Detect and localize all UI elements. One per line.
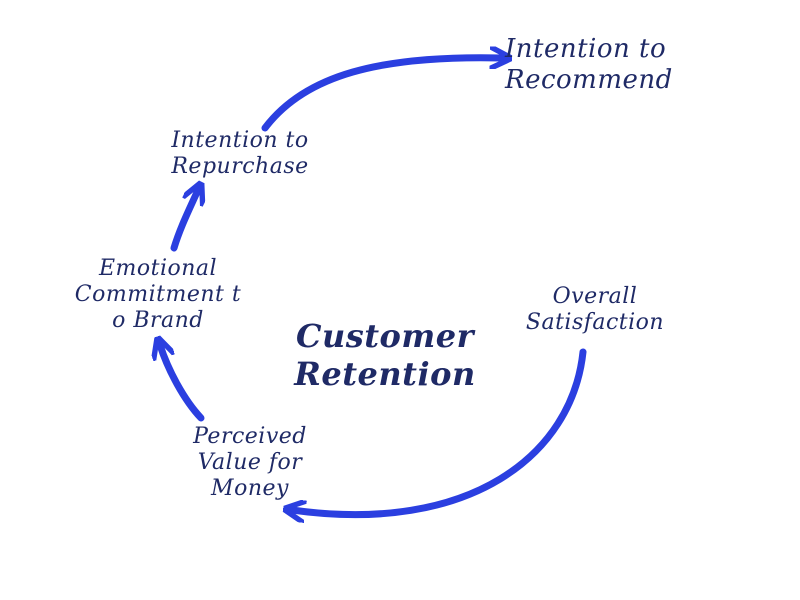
arrow-emotional-to-repurchase — [170, 190, 198, 252]
node-label-line: o Brand — [112, 307, 204, 333]
center-label-customer-retention: Customer Retention — [250, 317, 520, 394]
arrow-perceived-to-emotional — [160, 345, 205, 422]
node-intention-to-recommend: Intention to Recommend — [505, 34, 775, 95]
node-label-line: Perceived — [193, 424, 307, 449]
node-label-line: Value for — [197, 449, 303, 475]
node-label-line: Satisfaction — [525, 309, 665, 335]
node-label-line: Recommend — [505, 64, 673, 95]
node-label-line: Emotional — [98, 256, 218, 281]
node-perceived-value: Perceived Value for Money — [140, 424, 360, 502]
node-label-line: Commitment t — [74, 281, 242, 307]
node-label-line: Overall — [552, 284, 638, 309]
node-emotional-commitment: Emotional Commitment t o Brand — [38, 256, 278, 334]
center-label-line: Customer — [296, 317, 474, 355]
node-overall-satisfaction: Overall Satisfaction — [480, 284, 710, 336]
node-label-line: Intention to — [171, 128, 309, 153]
arrow-satisfaction-to-perceived — [292, 348, 587, 515]
node-intention-to-repurchase: Intention to Repurchase — [130, 128, 350, 180]
arrow-repurchase-to-recommend — [261, 58, 503, 132]
center-label-line: Retention — [294, 354, 476, 393]
node-label-line: Money — [211, 475, 289, 501]
node-label-line: Repurchase — [171, 153, 309, 179]
node-label-line: Intention to — [505, 34, 667, 64]
